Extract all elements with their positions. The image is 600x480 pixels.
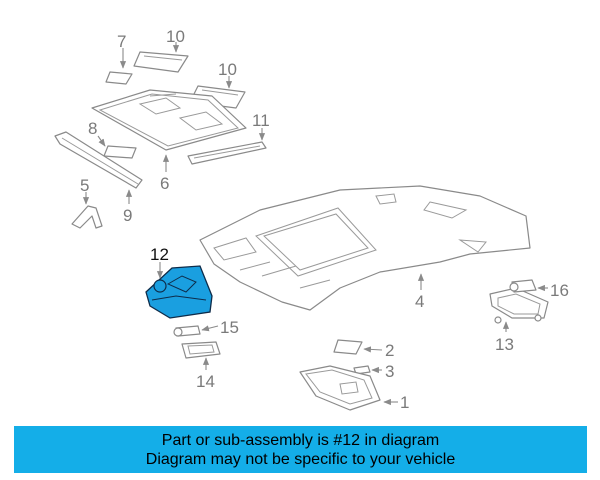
callout-10-lower: 10 xyxy=(218,60,237,79)
callout-7: 7 xyxy=(117,32,126,51)
banner-line-1: Part or sub-assembly is #12 in diagram xyxy=(161,431,440,449)
part-14-lens xyxy=(181,341,221,370)
callout-2: 2 xyxy=(385,341,394,360)
callout-11: 11 xyxy=(252,111,270,130)
callout-15: 15 xyxy=(220,318,239,337)
callout-8: 8 xyxy=(88,119,97,138)
part-11-trim-rail xyxy=(187,128,267,165)
info-banner: Part or sub-assembly is #12 in diagram D… xyxy=(14,426,587,473)
part-9-side-rail xyxy=(54,131,143,204)
callout-6: 6 xyxy=(160,174,169,193)
callout-10-upper: 10 xyxy=(166,27,185,46)
callout-5: 5 xyxy=(80,176,89,195)
part-10-upper-cover xyxy=(133,42,189,73)
part-3-clip xyxy=(353,365,382,375)
part-5-hook xyxy=(71,192,103,229)
callout-9: 9 xyxy=(123,206,132,225)
callout-16: 16 xyxy=(550,281,569,300)
parts-diagram: 7 10 10 8 11 6 5 9 12 4 16 15 13 2 14 3 … xyxy=(54,27,569,412)
callout-4: 4 xyxy=(415,292,424,311)
part-16-bulb xyxy=(509,279,548,293)
part-7-pad xyxy=(105,48,133,85)
part-15-bulb xyxy=(173,325,219,337)
part-13-rear-lamp xyxy=(489,287,549,332)
part-2-pad xyxy=(333,339,383,355)
callout-1: 1 xyxy=(400,393,409,412)
banner-line-2: Diagram may not be specific to your vehi… xyxy=(145,450,456,468)
part-6-headliner-panel xyxy=(91,89,247,172)
callout-3: 3 xyxy=(385,362,394,381)
callout-12: 12 xyxy=(150,245,169,264)
part-12-dome-lamp xyxy=(145,262,213,319)
part-1-sun-visor xyxy=(299,365,398,411)
callout-13: 13 xyxy=(495,335,514,354)
callout-14: 14 xyxy=(196,372,215,391)
part-8-pad xyxy=(97,135,137,159)
part-4-main-headliner xyxy=(199,185,531,311)
